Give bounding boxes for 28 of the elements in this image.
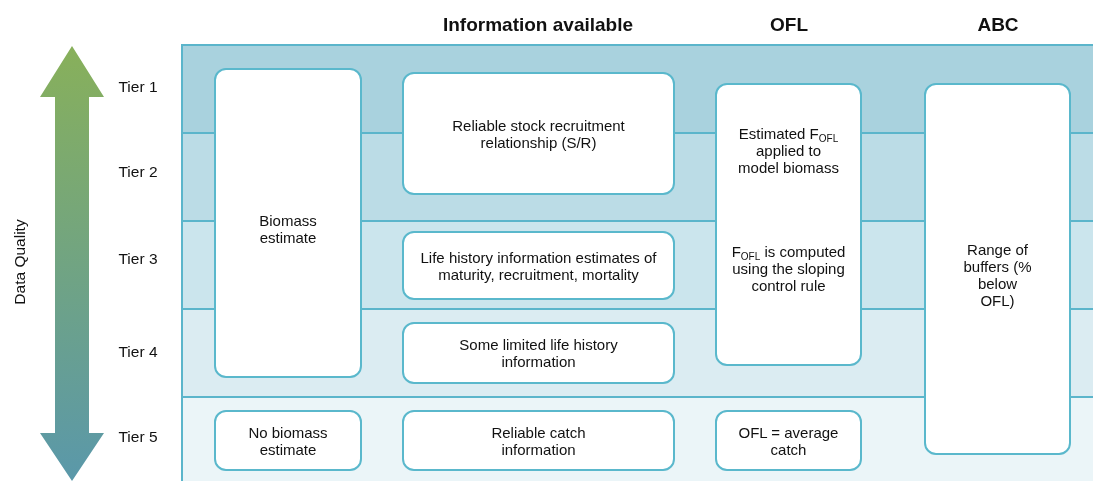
column-heading: Information available — [443, 14, 633, 36]
axis-title: Data Quality — [11, 219, 29, 305]
rounded-box — [715, 410, 862, 471]
box-text: Range of buffers (% below OFL) — [962, 241, 1033, 309]
tier-label: Tier 5 — [118, 428, 158, 446]
column-heading: ABC — [977, 14, 1019, 36]
rounded-box — [402, 231, 675, 300]
tier-label: Tier 1 — [118, 78, 158, 96]
rounded-box — [214, 68, 362, 378]
rounded-box — [402, 410, 675, 471]
rounded-box — [402, 322, 675, 384]
box-text: No biomass estimate — [247, 423, 329, 458]
rounded-box — [715, 83, 862, 366]
tier-label: Tier 3 — [118, 250, 158, 268]
rounded-box — [924, 83, 1071, 455]
box-text: Estimated F$_{OFL}$ applied to model biomass — [737, 125, 840, 176]
box-text: Reliable catch information — [490, 423, 587, 458]
tier-label: Tier 4 — [118, 343, 158, 361]
rounded-box — [214, 410, 362, 471]
box-text: Reliable stock recruitment relationship (S/R) — [451, 116, 626, 151]
box-text: OFL = average catch — [737, 423, 840, 458]
box-text: Biomass estimate — [258, 212, 318, 246]
tier-label: Tier 2 — [118, 163, 158, 181]
rounded-box — [402, 72, 675, 195]
box-text: F$_{OFL}$ is computed using the sloping control rule — [730, 243, 847, 294]
box-text: Life history information estimates of maturity, recruitment, mortality — [419, 248, 658, 283]
box-text: Some limited life history information — [458, 336, 619, 370]
column-heading: OFL — [770, 14, 808, 36]
